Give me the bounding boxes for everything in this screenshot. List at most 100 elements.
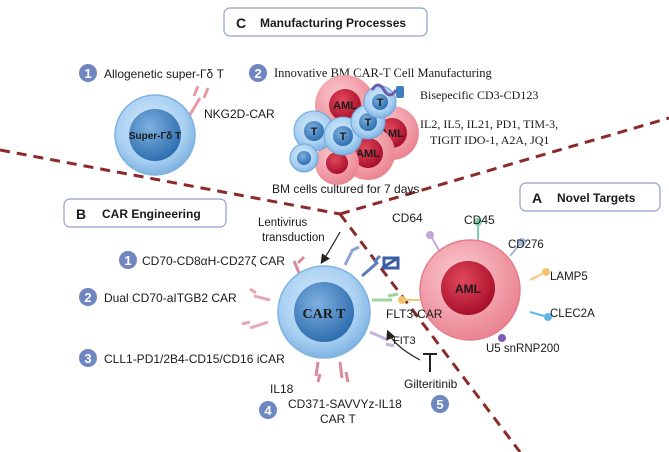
gilteritinib-label: Gilteritinib <box>404 377 458 391</box>
t-cell-c-label: T <box>365 117 372 129</box>
clec2a-label: CLEC2A <box>550 308 595 320</box>
t-cell-a-nucleus <box>304 121 324 141</box>
t-cell-e <box>289 143 319 173</box>
divider-left <box>0 148 341 216</box>
c-item-2-badge <box>249 64 267 82</box>
flt3-car-label: FLT3-CAR <box>386 307 443 321</box>
bm-culture-cluster: AML AML AML T T T <box>289 75 419 185</box>
clec2a-marker-icon <box>544 313 552 321</box>
b-item-4-number: 4 <box>264 403 272 418</box>
b-item-4-badge <box>259 401 277 419</box>
nkg2d-car-label: NKG2D-CAR <box>204 107 275 121</box>
cd276-marker-icon <box>518 238 526 246</box>
a-item-5-badge <box>431 395 449 413</box>
lentivirus-arrow <box>320 231 341 264</box>
car-t-nucleus <box>294 282 354 342</box>
bispecific-label: Bisepecific CD3-CD123 <box>420 88 538 102</box>
aml-cell-d-nucleus <box>326 152 348 174</box>
u5-label: U5 snRNP200 <box>486 343 560 355</box>
receptor-block-icon <box>382 256 400 270</box>
nkg2d-receptor-icon <box>192 85 210 99</box>
receptor-icon-7 <box>369 330 395 348</box>
flt3-marker-icon <box>398 296 406 304</box>
panel-a-header: A Novel Targets <box>519 182 661 212</box>
t-cell-e-nucleus <box>297 151 311 165</box>
il18-label: IL18 <box>270 382 294 396</box>
b-item-2-label: Dual CD70-aITGB2 CAR <box>104 291 237 305</box>
u5-marker-icon <box>498 334 506 342</box>
b-item-1-number: 1 <box>124 253 131 268</box>
divider-right <box>339 116 669 216</box>
surface-markers <box>398 218 552 342</box>
receptor-icon-3 <box>361 254 382 278</box>
receptor-icon-4 <box>249 287 271 302</box>
culture-note: BM cells cultured for 7 days <box>272 182 419 196</box>
b-item-1-badge <box>119 251 137 269</box>
b-item-2-badge <box>79 288 97 306</box>
panel-c-title-box <box>223 7 428 37</box>
car-receptors <box>241 245 400 383</box>
lentivirus-line-1: Lentivirus <box>258 217 307 229</box>
receptor-icon-9 <box>338 361 350 383</box>
panel-c-letter: C <box>236 15 246 31</box>
cd276-stalk <box>509 243 521 257</box>
cd45-label: CD45 <box>464 213 495 227</box>
receptor-icon-8 <box>314 361 322 383</box>
cd64-marker-icon <box>426 231 434 239</box>
cd45-marker-icon <box>474 218 482 226</box>
cd64-stalk <box>431 237 441 253</box>
lamp5-marker-icon <box>542 268 550 276</box>
panel-b-title: CAR Engineering <box>102 207 201 221</box>
panel-b-letter: B <box>76 206 86 222</box>
t-cell-a-label: T <box>311 126 318 138</box>
b-item-4-line-1: CD371-SAVVYz-IL18 <box>288 397 402 411</box>
c-item-2-number: 2 <box>254 66 261 81</box>
car-t-cell: CAR T <box>241 245 400 383</box>
section-dividers <box>0 116 669 452</box>
lamp5-stalk <box>529 273 543 281</box>
receptor-icon-2 <box>343 245 360 266</box>
super-gd-t-nucleus <box>129 109 181 161</box>
b-item-2-number: 2 <box>84 290 91 305</box>
aml-cell-a-label: AML <box>333 100 357 112</box>
b-item-3-label: CLL1-PD1/2B4-CD15/CD16 iCAR <box>104 352 285 366</box>
panel-a-title: Novel Targets <box>557 191 636 205</box>
t-cell-c-nucleus <box>359 113 377 131</box>
panel-c-header: C Manufacturing Processes <box>223 7 428 37</box>
b-item-3: 3 CLL1-PD1/2B4-CD15/CD16 iCAR <box>79 349 285 367</box>
inhibition-icon <box>423 353 437 372</box>
c-item-2: 2 Innovative BM CAR-T Cell Manufacturing <box>249 64 493 82</box>
t-cell-c: T <box>350 104 386 140</box>
receptor-icon-6 <box>372 292 399 302</box>
b-item-1-label: CD70-CD8αH-CD27ζ CAR <box>142 254 285 268</box>
cd276-label: CD276 <box>508 239 544 251</box>
c-item-1-label: Allogenetic super-Гδ T <box>104 67 225 81</box>
cd64-label: CD64 <box>392 211 423 225</box>
aml-cell-c-nucleus <box>353 138 383 168</box>
clec2a-stalk <box>529 311 545 317</box>
t-cell-b-nucleus <box>333 126 353 146</box>
aml-target-label: AML <box>455 282 481 296</box>
c-item-1-number: 1 <box>84 66 91 81</box>
bispecific-antibody-arm <box>396 86 404 98</box>
t-cell-d-label: T <box>377 97 384 109</box>
t-cell-b-label: T <box>340 131 347 143</box>
panel-c-title: Manufacturing Processes <box>260 16 406 30</box>
c-item-1: 1 Allogenetic super-Гδ T <box>79 64 225 82</box>
super-gd-t-cell: Super-Гδ T NKG2D-CAR <box>114 85 275 176</box>
b-item-4: 4 CD371-SAVVYz-IL18 CAR T <box>259 397 402 426</box>
t-cell-a: T <box>293 110 335 152</box>
flt3-arrow <box>386 329 421 361</box>
aml-target-nucleus <box>441 261 495 315</box>
panel-a-letter: A <box>532 190 542 206</box>
panel-b-title-box <box>63 198 227 228</box>
receptor-icon-5 <box>241 320 269 330</box>
b-item-3-badge <box>79 349 97 367</box>
aml-target-cell: AML <box>398 218 552 342</box>
car-t-label: CAR T <box>303 307 347 322</box>
super-gd-t-label: Super-Гδ T <box>129 131 181 142</box>
lentivirus-line-2: transduction <box>262 232 325 244</box>
t-cell-d: T <box>363 85 397 119</box>
